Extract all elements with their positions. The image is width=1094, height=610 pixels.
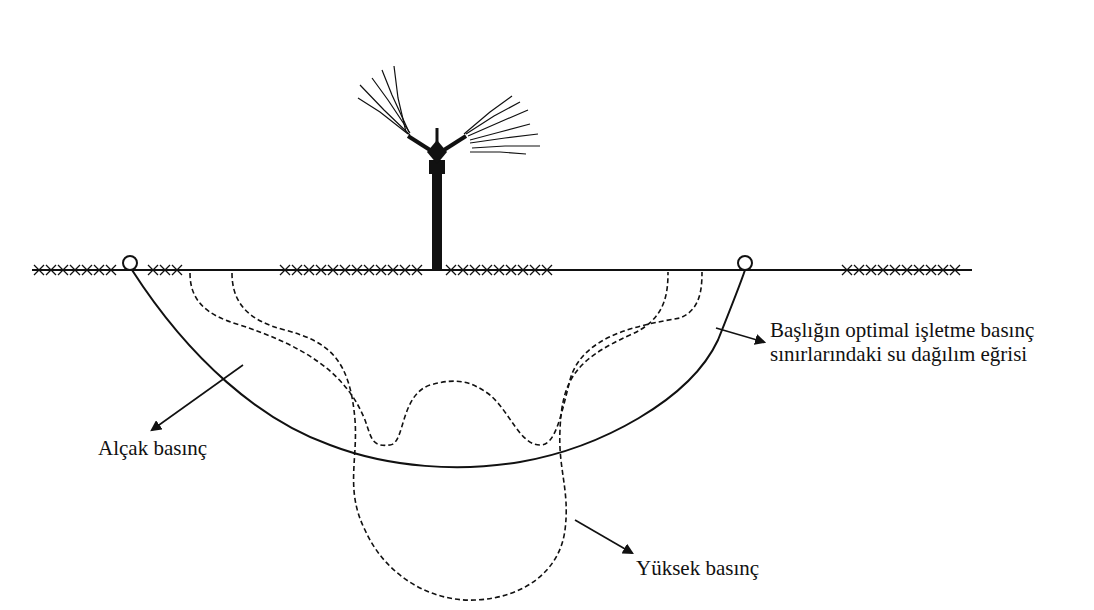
ground-hatching (34, 265, 960, 275)
sprinkler-head (427, 140, 447, 164)
leader-line (716, 328, 764, 342)
sprinkler-riser (432, 170, 442, 270)
ground-line (32, 269, 972, 271)
annotation-label: Yüksek basınç (636, 556, 826, 580)
leader-line (575, 520, 632, 553)
optimal-distribution-curve (132, 270, 745, 467)
annotation-label: Başlığın optimal işletme basınç sınırlar… (770, 318, 1088, 366)
annotation-label: Alçak basınç (98, 436, 258, 460)
wetted-radius-mark (123, 256, 137, 270)
leader-line (152, 365, 243, 430)
water-jets (358, 66, 540, 154)
high-pressure-curve (232, 272, 668, 600)
wetted-radius-mark (738, 256, 752, 270)
low-pressure-curve (190, 272, 702, 445)
